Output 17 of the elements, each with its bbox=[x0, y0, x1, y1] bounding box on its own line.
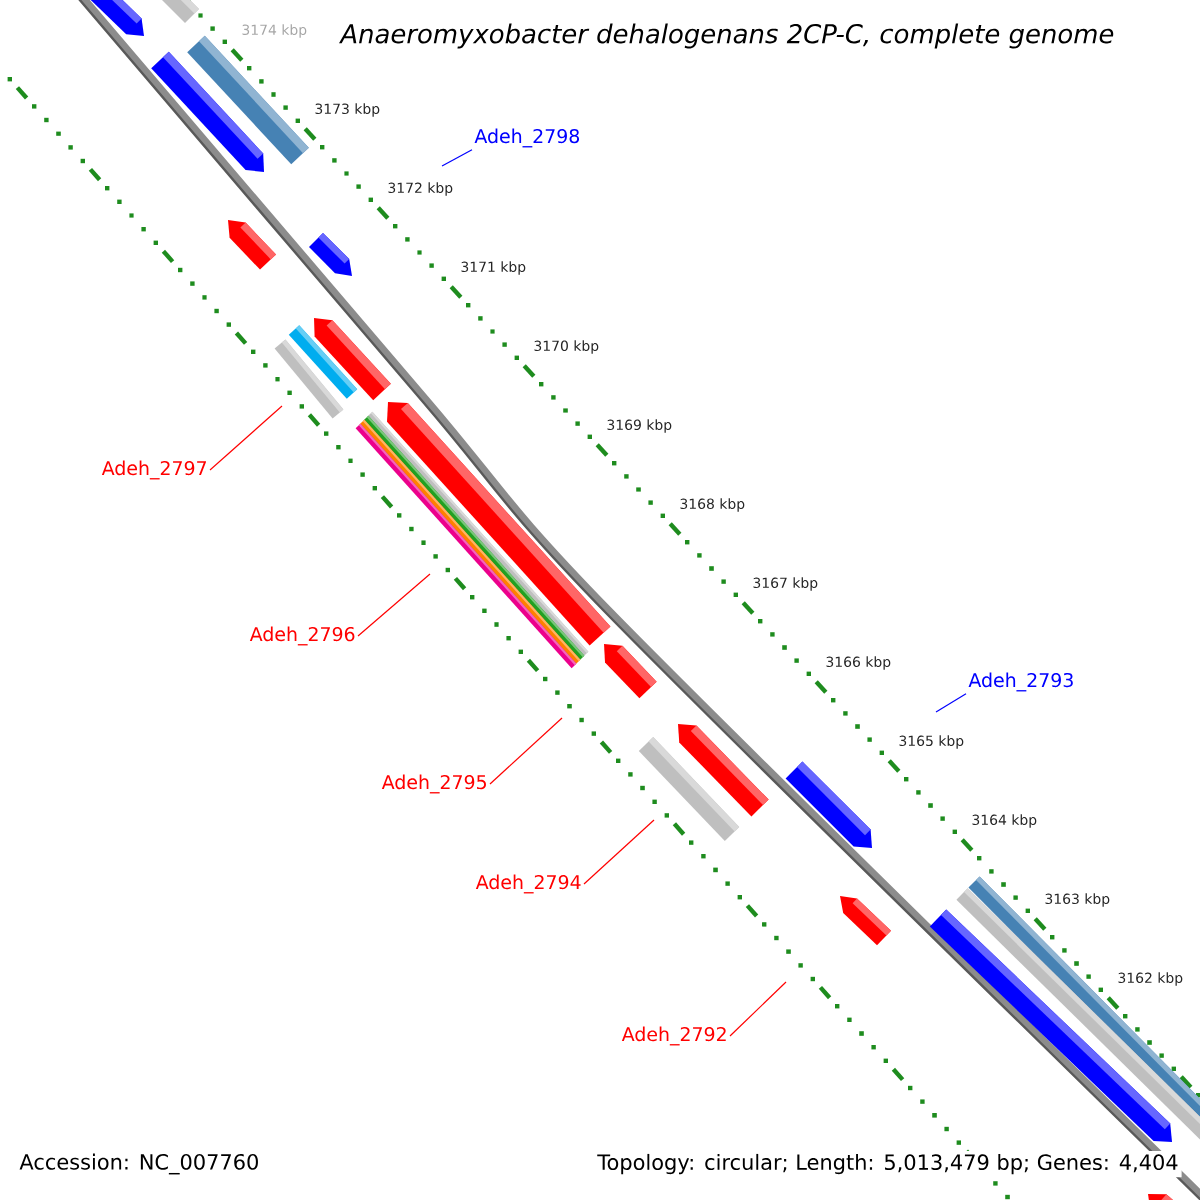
leader-line bbox=[357, 573, 431, 637]
gene-label: Adeh_2794 bbox=[475, 874, 581, 894]
gene-label: Adeh_2796 bbox=[249, 626, 355, 646]
title: Anaeromyxobacter dehalogenans 2CP-C, complete genome bbox=[336, 19, 1119, 53]
leader-line bbox=[729, 981, 787, 1037]
leader-line bbox=[489, 717, 563, 785]
gene-label: Adeh_2792 bbox=[621, 1026, 726, 1046]
gene-label: Adeh_2795 bbox=[381, 774, 486, 794]
gene-label: Adeh_2793 bbox=[968, 672, 1073, 692]
leader-line bbox=[209, 405, 283, 471]
leader-line bbox=[441, 149, 473, 167]
gene-label: Adeh_2798 bbox=[474, 128, 579, 148]
info-text: Accession: NC_007760 bbox=[16, 1150, 263, 1178]
leader-line bbox=[583, 819, 655, 885]
info-text: Topology: circular; Length: 5,013,479 bp; Genes: 4,404 bbox=[594, 1150, 1182, 1178]
leader-line bbox=[935, 693, 967, 713]
gene-label: Adeh_2797 bbox=[101, 460, 206, 480]
